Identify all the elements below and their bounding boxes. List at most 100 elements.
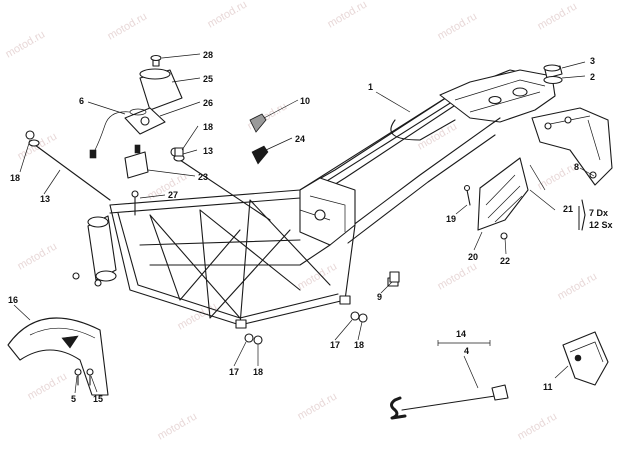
watermark: motod.ru — [536, 0, 580, 32]
callout-15: 15 — [93, 394, 103, 404]
sensor-wire — [94, 111, 131, 151]
leader — [554, 365, 569, 379]
watermark: motod.ru — [556, 270, 600, 302]
callout-11: 11 — [543, 382, 553, 392]
watermark: motod.ru — [326, 0, 370, 31]
sensor-connector — [89, 149, 97, 159]
leader — [171, 77, 201, 83]
watermark: motod.ru — [516, 410, 560, 442]
subframe-hole — [512, 87, 528, 97]
leader — [357, 321, 363, 341]
callout-10: 10 — [300, 96, 310, 106]
frame-bolt — [94, 279, 102, 287]
steering-damper-assembly — [89, 54, 183, 216]
seat-subframe-detail — [454, 79, 546, 113]
frame-trellis-2 — [117, 212, 339, 319]
callout-23: 23 — [198, 172, 208, 182]
callout-18-left: 18 — [10, 173, 20, 183]
long-bolt-center — [179, 159, 271, 221]
long-bolt-left-head — [28, 139, 40, 147]
cover-screw — [466, 189, 471, 206]
rod-assembly — [390, 331, 609, 420]
callout-13-left: 13 — [40, 194, 50, 204]
front-fender — [7, 317, 109, 396]
leader — [181, 125, 199, 151]
leader — [159, 101, 201, 117]
callout-12-sx: 12 Sx — [589, 220, 613, 230]
side-cover-hatch — [485, 174, 523, 223]
callout-16: 16 — [8, 295, 18, 305]
frame-rear-rail-2 — [347, 134, 496, 244]
small-bolts — [249, 113, 269, 165]
watermark: motod.ru — [536, 160, 580, 192]
callout-24: 24 — [295, 134, 305, 144]
engine-mount — [339, 295, 351, 305]
callout-25: 25 — [203, 74, 213, 84]
leader — [233, 341, 247, 367]
callout-27: 27 — [168, 190, 178, 200]
leader — [561, 75, 586, 79]
frame-rear-curve — [390, 119, 456, 141]
rubber-bung-top — [543, 64, 561, 72]
callout-20: 20 — [468, 252, 478, 262]
leader — [504, 237, 507, 255]
footrest-plate — [531, 107, 613, 186]
subframe-hole — [488, 95, 502, 105]
callout-9: 9 — [377, 292, 382, 302]
watermark: motod.ru — [416, 120, 460, 152]
callout-labels: 1 3 2 28 25 26 6 18 13 23 27 10 24 8 21 … — [8, 50, 613, 404]
leader — [19, 139, 31, 173]
pivot-boss — [314, 209, 326, 221]
callout-26: 26 — [203, 98, 213, 108]
leader — [263, 99, 299, 119]
through-bolts — [25, 130, 271, 221]
callout-21: 21 — [563, 204, 573, 214]
callout-19: 19 — [446, 214, 456, 224]
spacer — [389, 271, 400, 283]
leader-lines — [13, 53, 595, 394]
fender-decal — [61, 335, 79, 349]
watermark: motod.ru — [16, 240, 60, 272]
watermark: motod.ru — [296, 260, 340, 292]
cover-nut — [500, 232, 508, 240]
watermark: motod.ru — [296, 390, 340, 422]
callout-17-center: 17 — [229, 367, 239, 377]
leader — [161, 53, 201, 59]
leader — [529, 189, 556, 211]
leader — [473, 231, 483, 251]
washer-18 — [253, 335, 263, 345]
callout-18-center: 18 — [253, 367, 263, 377]
bracket-brace — [581, 199, 586, 231]
side-cover-edge — [529, 164, 546, 191]
rod-bracket-tick — [437, 340, 491, 346]
washer-18-top — [174, 147, 184, 157]
leader — [334, 319, 353, 341]
watermark: motod.ru — [436, 10, 480, 42]
side-cover — [477, 157, 529, 231]
nut-17 — [350, 311, 360, 321]
sensor-body — [124, 151, 149, 179]
callout-4: 4 — [464, 346, 469, 356]
callout-14: 14 — [456, 329, 466, 339]
nut-17 — [244, 333, 254, 343]
frame-rear-rail — [339, 117, 501, 236]
fender-screw-shaft — [77, 374, 91, 386]
leader — [139, 194, 166, 199]
damper-cap-top — [139, 68, 171, 80]
cover-screw-head — [463, 184, 471, 192]
steering-head-top — [87, 216, 109, 228]
leader — [90, 375, 98, 393]
callout-3: 3 — [590, 56, 595, 66]
bracket-11 — [562, 331, 609, 386]
callout-18-right: 18 — [354, 340, 364, 350]
leader — [182, 149, 198, 155]
callout-18-top: 18 — [203, 122, 213, 132]
callout-2: 2 — [590, 72, 595, 82]
sensor-tip — [134, 144, 141, 154]
plate-hole — [544, 122, 552, 130]
leader — [265, 137, 293, 151]
small-fasteners — [174, 147, 400, 345]
leader — [455, 204, 468, 215]
leader — [375, 91, 411, 113]
